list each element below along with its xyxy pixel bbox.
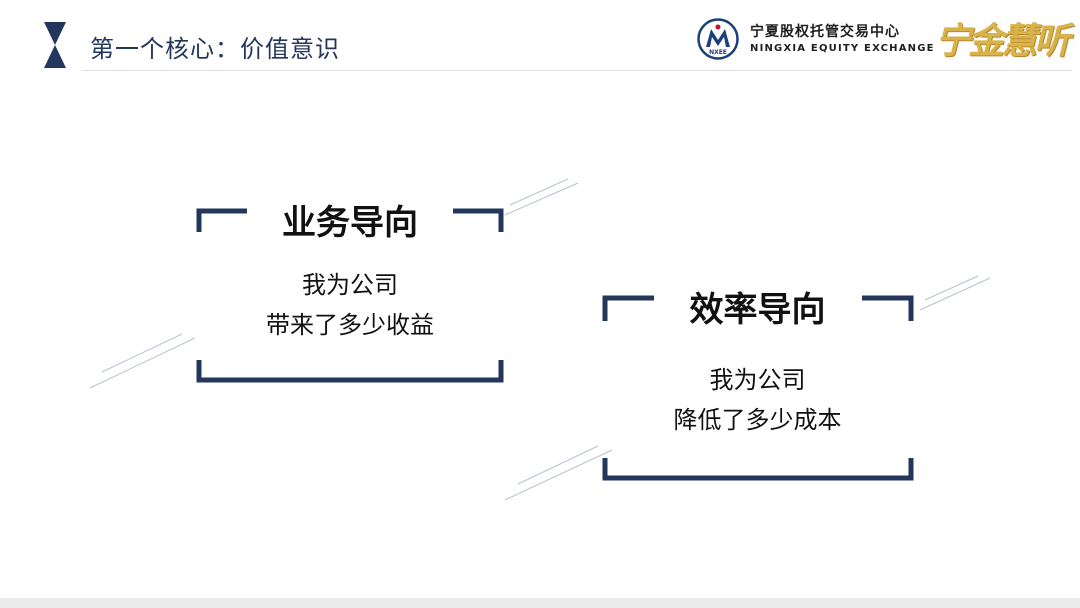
page-title: 第一个核心：价值意识 (90, 35, 340, 63)
footer-band (0, 598, 1080, 608)
card-frame (196, 208, 504, 383)
card-line: 我为公司 (302, 271, 398, 299)
card-line: 带来了多少收益 (266, 311, 434, 339)
card-title: 效率导向 (689, 290, 826, 330)
card-business-orientation: 业务导向 我为公司 带来了多少收益 (195, 203, 505, 385)
logo-name-en: NINGXIA EQUITY EXCHANGE (750, 43, 935, 54)
slogan-calligraphy: 宁金慧听 (935, 20, 1070, 62)
logo-mark-text: NXEE (709, 49, 727, 56)
nxee-logo-icon: NXEE (697, 18, 739, 60)
card-line: 我为公司 (709, 366, 806, 394)
slide-header: 第一个核心：价值意识 NXEE 宁夏股权托管交易中心 NINGXIA EQUIT… (0, 0, 1080, 72)
card-title: 业务导向 (282, 203, 418, 243)
header-divider (82, 70, 1072, 71)
card-line: 降低了多少成本 (673, 406, 842, 434)
card-efficiency-orientation: 效率导向 我为公司 降低了多少成本 (600, 290, 915, 482)
logo-name-cn: 宁夏股权托管交易中心 (750, 24, 900, 40)
card-frame (602, 295, 914, 481)
hourglass-icon (44, 22, 66, 68)
